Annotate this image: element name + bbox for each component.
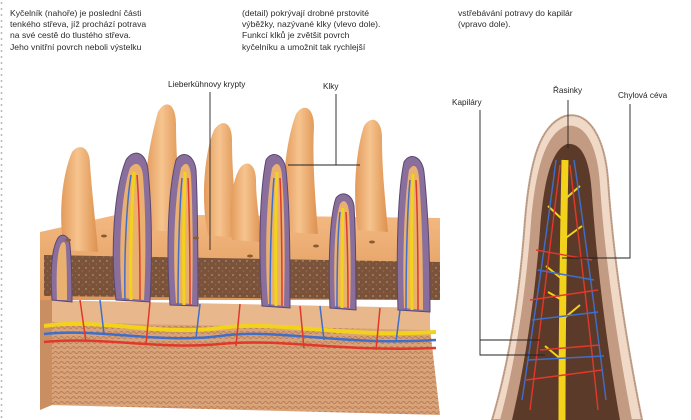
villus-detail-right <box>492 115 642 420</box>
label-lieberkuhn-crypts: Lieberkühnovy krypty <box>168 80 245 89</box>
lamina-propria <box>44 255 440 300</box>
label-lacteal: Chylová céva <box>618 91 667 100</box>
villus-cut <box>168 155 198 306</box>
label-capillaries: Kapiláry <box>452 98 482 107</box>
villus-cut <box>260 155 290 308</box>
villus-cut <box>329 194 356 310</box>
villus-cut <box>397 157 430 312</box>
villus <box>230 164 262 242</box>
villus-cut <box>113 153 151 302</box>
label-microvilli: Řasinky <box>553 86 582 95</box>
label-villi: Klky <box>323 82 338 91</box>
villus <box>355 120 388 232</box>
